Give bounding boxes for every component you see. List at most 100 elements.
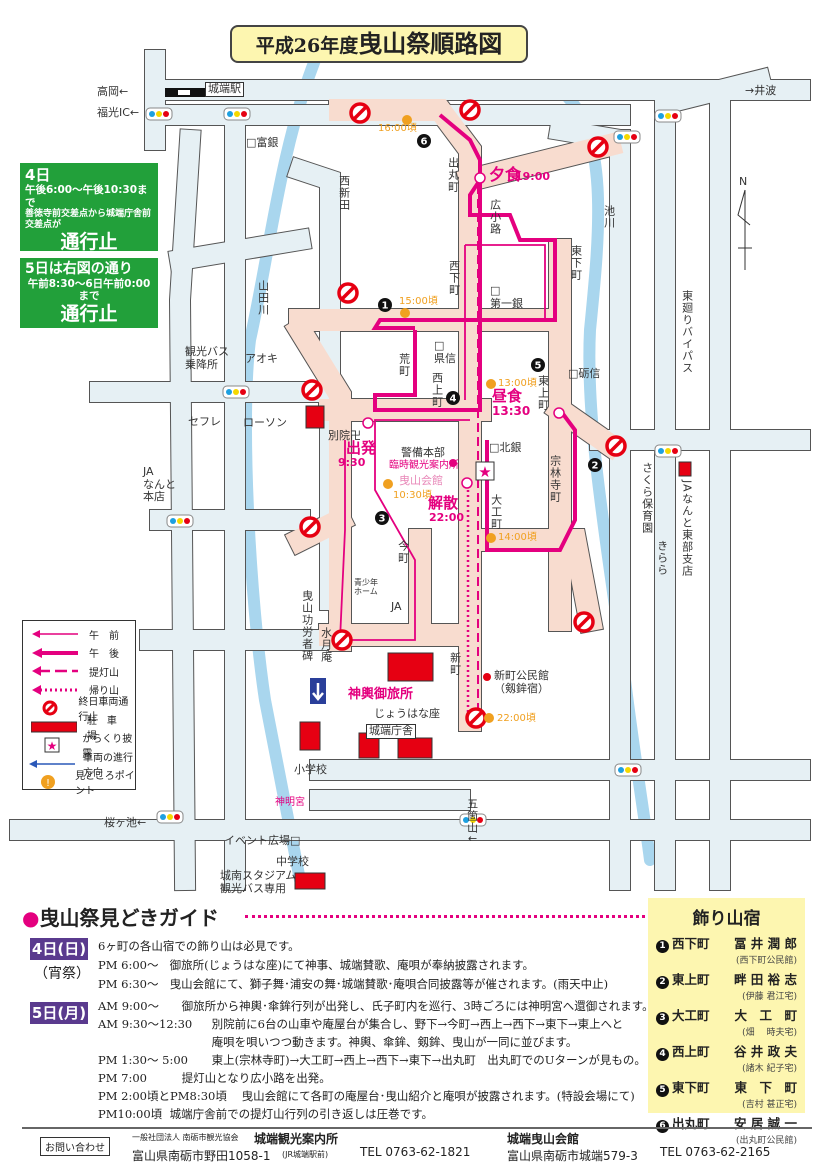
- legend-label: 午 後: [89, 649, 119, 660]
- highlight-point-icon: [383, 479, 393, 489]
- yado-note: (伊藤 君江宅): [742, 992, 797, 1002]
- route-road: [456, 131, 624, 194]
- legend-no-entry-icon: [27, 700, 72, 716]
- map-label-gokayama: 五箇山↓: [465, 798, 479, 845]
- day-badge-5: 5日(月): [30, 1002, 88, 1024]
- karakuri-star-icon: ★: [475, 461, 495, 481]
- yado-host: 冨 井 潤 郎: [733, 936, 797, 951]
- no-entry-icon: [573, 611, 595, 633]
- map-label-ja: JA: [391, 600, 402, 613]
- yado-title: 飾り山宿: [692, 909, 761, 929]
- guide-time: PM 2:00頃とPM8:30頃: [98, 1089, 227, 1103]
- map-label-nishishimo: 西下町: [447, 260, 461, 296]
- info-center-marker: [449, 459, 457, 467]
- legend-label: からくり披露: [82, 734, 133, 760]
- route-label-chushoku-time: 13:30: [492, 404, 531, 418]
- map-label-aramachi: 荒町: [397, 353, 411, 377]
- map-label-hirokoji: 広小路: [488, 199, 502, 235]
- festival-routes: [339, 113, 577, 717]
- map-label-aoki: アオキ: [245, 352, 278, 365]
- no-entry-icon: [331, 629, 353, 651]
- guide-line: AM 9:00〜 御旅所から神輿･傘鉾行列が出発し、氏子町内を巡行、3時ごろには…: [98, 998, 654, 1014]
- route-morning: [464, 244, 546, 400]
- map-label-hokugin: □北銀: [489, 441, 522, 454]
- guide-text: 城端庁舎前での提灯山行列の引き返しは圧巻です。: [169, 1107, 434, 1121]
- yado-town: 大工町: [672, 1008, 710, 1023]
- route-label-chushoku: 昼食: [492, 387, 523, 405]
- map-label-higashishimo: 東下町: [569, 245, 583, 281]
- number-badge: 4: [656, 1048, 669, 1061]
- notice-day5: 5日は右図の通り 午前8:30〜6日午前0:00まで 通行止: [20, 258, 158, 328]
- guide-line: PM 2:00頃とPM8:30頃 曳山会館にて各町の庵屋台･曳山紹介と庵唄が披露…: [98, 1088, 635, 1104]
- map-label-chugakko: 中学校: [276, 855, 309, 868]
- map-label-sakuragaike: 桜ヶ池←: [104, 816, 147, 829]
- kominkan-marker: [483, 673, 491, 681]
- divider: [245, 915, 645, 918]
- svg-text:5: 5: [535, 361, 542, 372]
- legend-label: 午 前: [89, 630, 119, 642]
- guide-text: 御旅所から神輿･傘鉾行列が出発し、氏子町内を巡行、3時ごろには神明宮へ還御されま…: [181, 999, 654, 1013]
- no-entry-icon: [459, 99, 481, 121]
- highlight-point-icon: [484, 713, 494, 723]
- road: [667, 67, 773, 113]
- map-label-yamadagawa: 山田川: [256, 280, 270, 316]
- svg-text:6: 6: [421, 137, 428, 148]
- guide-text: 東上(宗林寺町)→大工町→西上→西下→東下→出丸町 出丸町でのUターンが見もの。: [211, 1053, 646, 1067]
- svg-text:!: !: [46, 778, 50, 789]
- point-time: 14:00頃: [498, 532, 537, 543]
- yado-host: 谷 井 政 夫: [733, 1044, 797, 1059]
- map-label-demaru: 出丸町: [446, 157, 460, 193]
- legend-label: 車両の進行方向: [83, 752, 133, 779]
- legend-item-karakuri: ★ からくり披露: [27, 734, 135, 760]
- point-time: 22:00頃: [497, 713, 536, 724]
- roads: [9, 49, 811, 892]
- guide-intro: 6ヶ町の各山宿での飾り山は必見です。: [98, 939, 300, 953]
- map-label-bus-stop: 観光バス 乗降所: [185, 345, 229, 371]
- point-time: 13:00頃: [498, 378, 537, 389]
- map-label-kirara: きらら: [655, 540, 669, 576]
- no-entry-icon: [301, 379, 323, 401]
- legend-item-return: 帰り山: [27, 681, 119, 699]
- guide-text: 別院前に6台の山車や庵屋台が集合し、野下→今町→西上→西下→東下→東上へと: [211, 1017, 624, 1031]
- legend-item-morning: 午 前: [27, 625, 119, 643]
- route-afternoon: [485, 408, 577, 552]
- map-label-togin: □富銀: [246, 136, 279, 149]
- no-entry-icon: [465, 707, 487, 729]
- one-way-sign-icon: [310, 678, 326, 704]
- road: [169, 129, 201, 891]
- guide-line: 庵唄を唄いつつ動きます。神輿、傘鉾、剱鉾、曳山が一同に並びます。: [98, 1034, 578, 1050]
- map-legend: 午 前午 後提灯山帰り山終日車両通行止駐 車 場★からくり披露車両の進行方向!見…: [22, 620, 136, 797]
- legend-item-vehicle-direction: 車両の進行方向: [27, 753, 135, 779]
- map-label-kominkan: 新町公民館 （剱鉾宿）: [494, 669, 549, 695]
- highlight-point-icon: [400, 308, 410, 318]
- dinner-stop-marker: [474, 172, 486, 184]
- map-label-lawson: ローソン: [243, 416, 287, 429]
- no-entry-icon: [299, 516, 321, 538]
- point-time: 10:30頃: [393, 490, 432, 501]
- guide-text: 曳山会館にて、獅子舞･浦安の舞･城端賛歌･庵唄合同披露等が催されます。(雨天中止…: [169, 977, 609, 991]
- map-label-higashikami: 東上町: [536, 375, 550, 411]
- map-label-takaoka: 高岡←: [97, 85, 129, 98]
- lunch-stop-marker: [553, 407, 565, 419]
- north-arrow-icon: [737, 189, 752, 270]
- guide-time: PM 7:00: [98, 1071, 147, 1085]
- route-road: [544, 394, 626, 461]
- guide-line: PM10:00頃 城端庁舎前での提灯山行列の引き返しは圧巻です。: [98, 1106, 433, 1122]
- yado-number-4: 4: [446, 391, 460, 405]
- guide-text: 曳山会館にて各町の庵屋台･曳山紹介と庵唄が披露されます。(特設会場にて): [241, 1089, 635, 1103]
- map-label-stadium: 城南スタジアム 観光バス専用: [220, 869, 297, 895]
- svg-text:2: 2: [592, 461, 599, 472]
- legend-item-lantern: 提灯山: [27, 662, 119, 680]
- point-time: 16:00頃: [378, 123, 417, 134]
- guide-time: PM 1:30〜 5:00: [98, 1053, 188, 1067]
- map-label-inami: →井波: [745, 84, 777, 97]
- legend-karakuri-icon: ★: [27, 737, 76, 753]
- guide-line: PM 6:00〜 御旅所(じょうはな座)にて神事、城端賛歌、庵唄が奉納披露されま…: [98, 957, 534, 973]
- guide-text: 御旅所(じょうはな座)にて神事、城端賛歌、庵唄が奉納披露されます。: [169, 958, 534, 972]
- number-badge: 6: [656, 1120, 669, 1133]
- yado-host: 東 下 町: [734, 1080, 797, 1095]
- route-label-start-time: 9:30: [338, 456, 366, 469]
